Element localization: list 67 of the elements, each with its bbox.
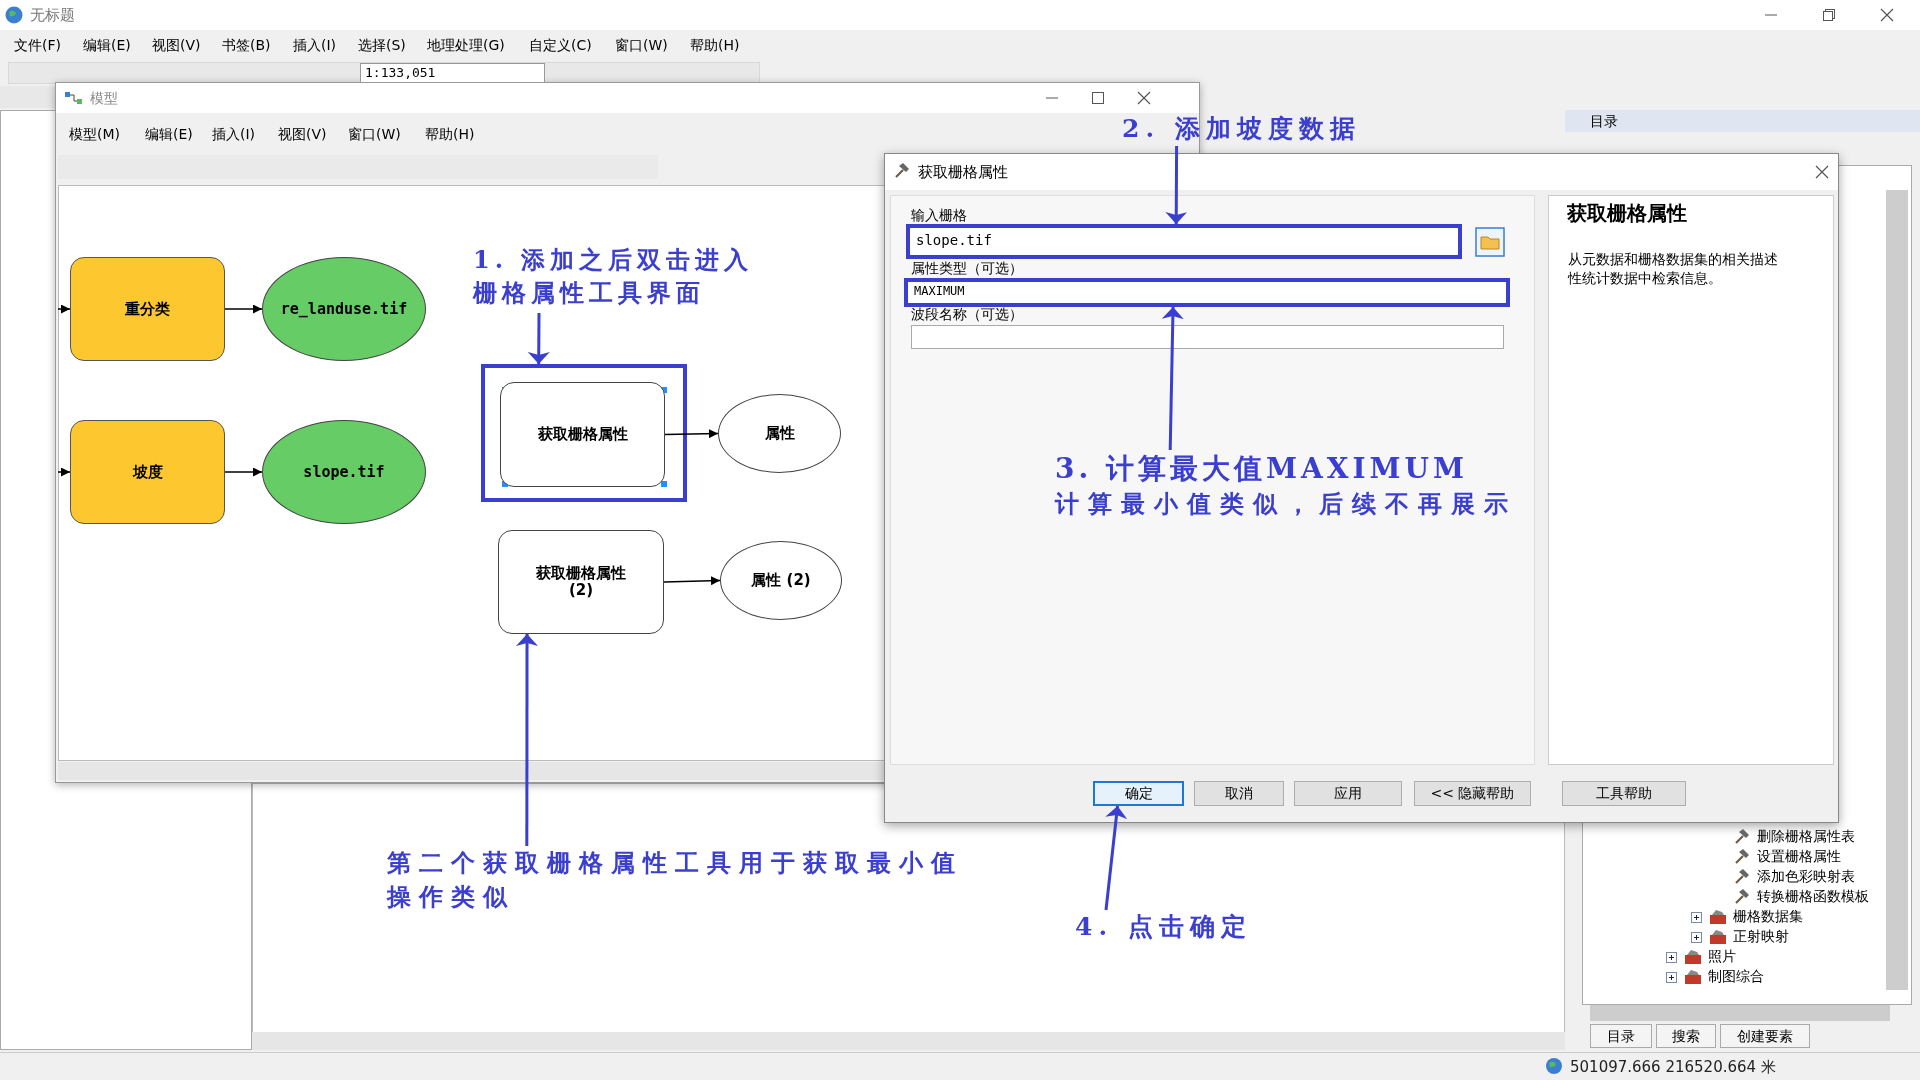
tool-box: 获取栅格属性	[500, 382, 665, 487]
tool-help-button: 工具帮助	[1562, 781, 1686, 806]
dialog-title: 获取栅格属性	[918, 163, 1008, 182]
input-field: slope.tif	[906, 224, 1462, 259]
window-title: 模型	[90, 90, 118, 108]
process-box: 坡度	[70, 420, 225, 524]
annotation-text: 第二个获取栅格属性工具用于获取最小值操作类似	[387, 846, 977, 916]
menu-item: 选择(S)	[358, 37, 406, 55]
arrow	[1165, 146, 1188, 224]
arrow	[1161, 306, 1184, 451]
menu-item: 书签(B)	[222, 37, 271, 55]
menu-item: 帮助(H)	[690, 37, 740, 55]
help-text: 从元数据和栅格数据集的相关描述性统计数据中检索信息。	[1568, 250, 1779, 288]
tree-item: 正射映射	[1733, 928, 1789, 946]
scale-dropdown: 1:133,051	[360, 63, 545, 83]
field-label: 输入栅格	[911, 207, 967, 225]
tree-item: 添加色彩映射表	[1757, 868, 1855, 886]
arrow	[57, 304, 71, 314]
menu-item: 文件(F)	[14, 37, 61, 55]
menu-item: 模型(M)	[69, 126, 120, 144]
tree-item: 照片	[1708, 948, 1736, 966]
menu-item: 帮助(H)	[425, 126, 475, 144]
menu-item: 插入(I)	[293, 37, 337, 55]
annotation-text: 1. 添加之后双击进入栅格属性工具界面	[473, 243, 773, 313]
coordinates-text: 501097.666 216520.664 米	[1570, 1058, 1776, 1077]
apply-button: 应用	[1294, 781, 1402, 806]
menu-item: 视图(V)	[152, 37, 201, 55]
tree-item: 栅格数据集	[1733, 908, 1803, 926]
ok-button: 确定	[1093, 781, 1184, 806]
tree-item: 设置栅格属性	[1757, 848, 1841, 866]
search-tab: 搜索	[1656, 1024, 1716, 1048]
arrow	[224, 467, 263, 477]
menu-item: 窗口(W)	[348, 126, 401, 144]
cancel-button: 取消	[1194, 781, 1284, 806]
tool-box: 获取栅格属性 (2)	[498, 530, 664, 634]
field-label: 属性类型（可选）	[911, 260, 1023, 278]
annotation-text: 计算最小值类似，后续不再展示	[1055, 488, 1517, 520]
annotation-text: 2. 添加坡度数据	[1122, 112, 1382, 146]
menu-item: 编辑(E)	[145, 126, 193, 144]
tree-item: 制图综合	[1708, 968, 1764, 986]
tree-item: 转换栅格函数模板	[1757, 888, 1869, 906]
annotation-text: 4. 点击确定	[1075, 910, 1275, 944]
arrow	[224, 304, 263, 314]
dropdown-field: MAXIMUM	[904, 278, 1510, 307]
create-features-tab: 创建要素	[1720, 1024, 1810, 1048]
catalog-tab: 目录	[1590, 1024, 1652, 1048]
process-box: 重分类	[70, 257, 225, 361]
menu-item: 窗口(W)	[615, 37, 668, 55]
menu-item: 视图(V)	[278, 126, 327, 144]
arrow	[57, 467, 71, 477]
menu-item: 编辑(E)	[83, 37, 131, 55]
tree-item: 删除栅格属性表	[1757, 828, 1855, 846]
window-title: 无标题	[30, 6, 75, 25]
arrow	[1104, 805, 1128, 911]
menu-item: 地理处理(G)	[427, 37, 505, 55]
annotation-text: 3. 计算最大值MAXIMUM	[1055, 451, 1468, 487]
arrow	[663, 576, 721, 586]
arrow	[527, 313, 550, 364]
panel-title: 目录	[1590, 113, 1618, 131]
arrow	[664, 429, 719, 439]
hide-help-button: << 隐藏帮助	[1414, 781, 1531, 806]
arrow	[516, 634, 539, 846]
help-title: 获取栅格属性	[1567, 200, 1687, 227]
menu-item: 自定义(C)	[529, 37, 592, 55]
field-label: 波段名称（可选）	[911, 306, 1023, 324]
menu-item: 插入(I)	[212, 126, 256, 144]
highlight-frame	[481, 364, 687, 502]
